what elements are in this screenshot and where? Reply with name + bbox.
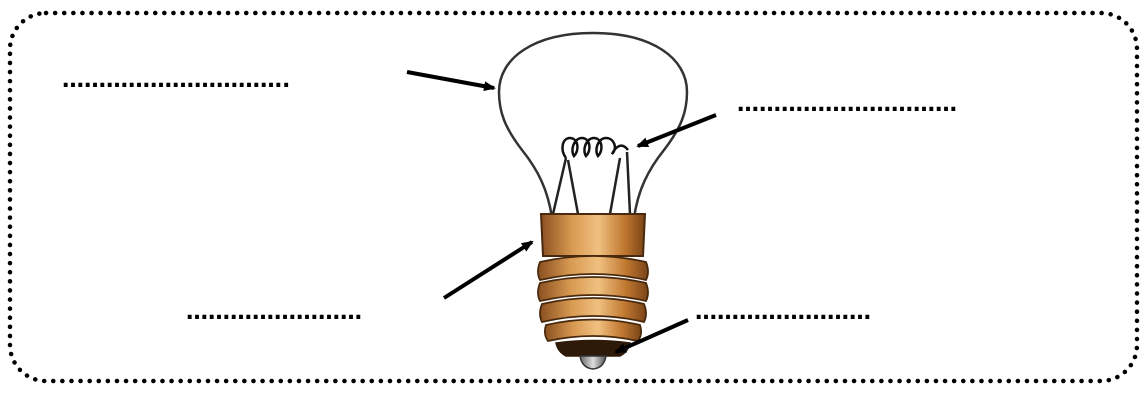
arrow-glass-bulb <box>407 72 494 88</box>
arrow-screw-cap <box>444 242 532 298</box>
label-blank-filament[interactable]: ………………………… <box>737 94 957 116</box>
screw-cap-collar <box>541 214 645 256</box>
screw-threads <box>538 256 648 356</box>
glass-bulb <box>499 33 687 218</box>
light-bulb-illustration <box>499 33 687 369</box>
contact-tip <box>580 356 606 369</box>
label-blank-screw-cap[interactable]: …………………… <box>186 302 362 324</box>
label-blank-glass-bulb[interactable]: …………………………. <box>62 70 290 92</box>
label-blank-contact-point[interactable]: …………………… <box>695 302 871 324</box>
